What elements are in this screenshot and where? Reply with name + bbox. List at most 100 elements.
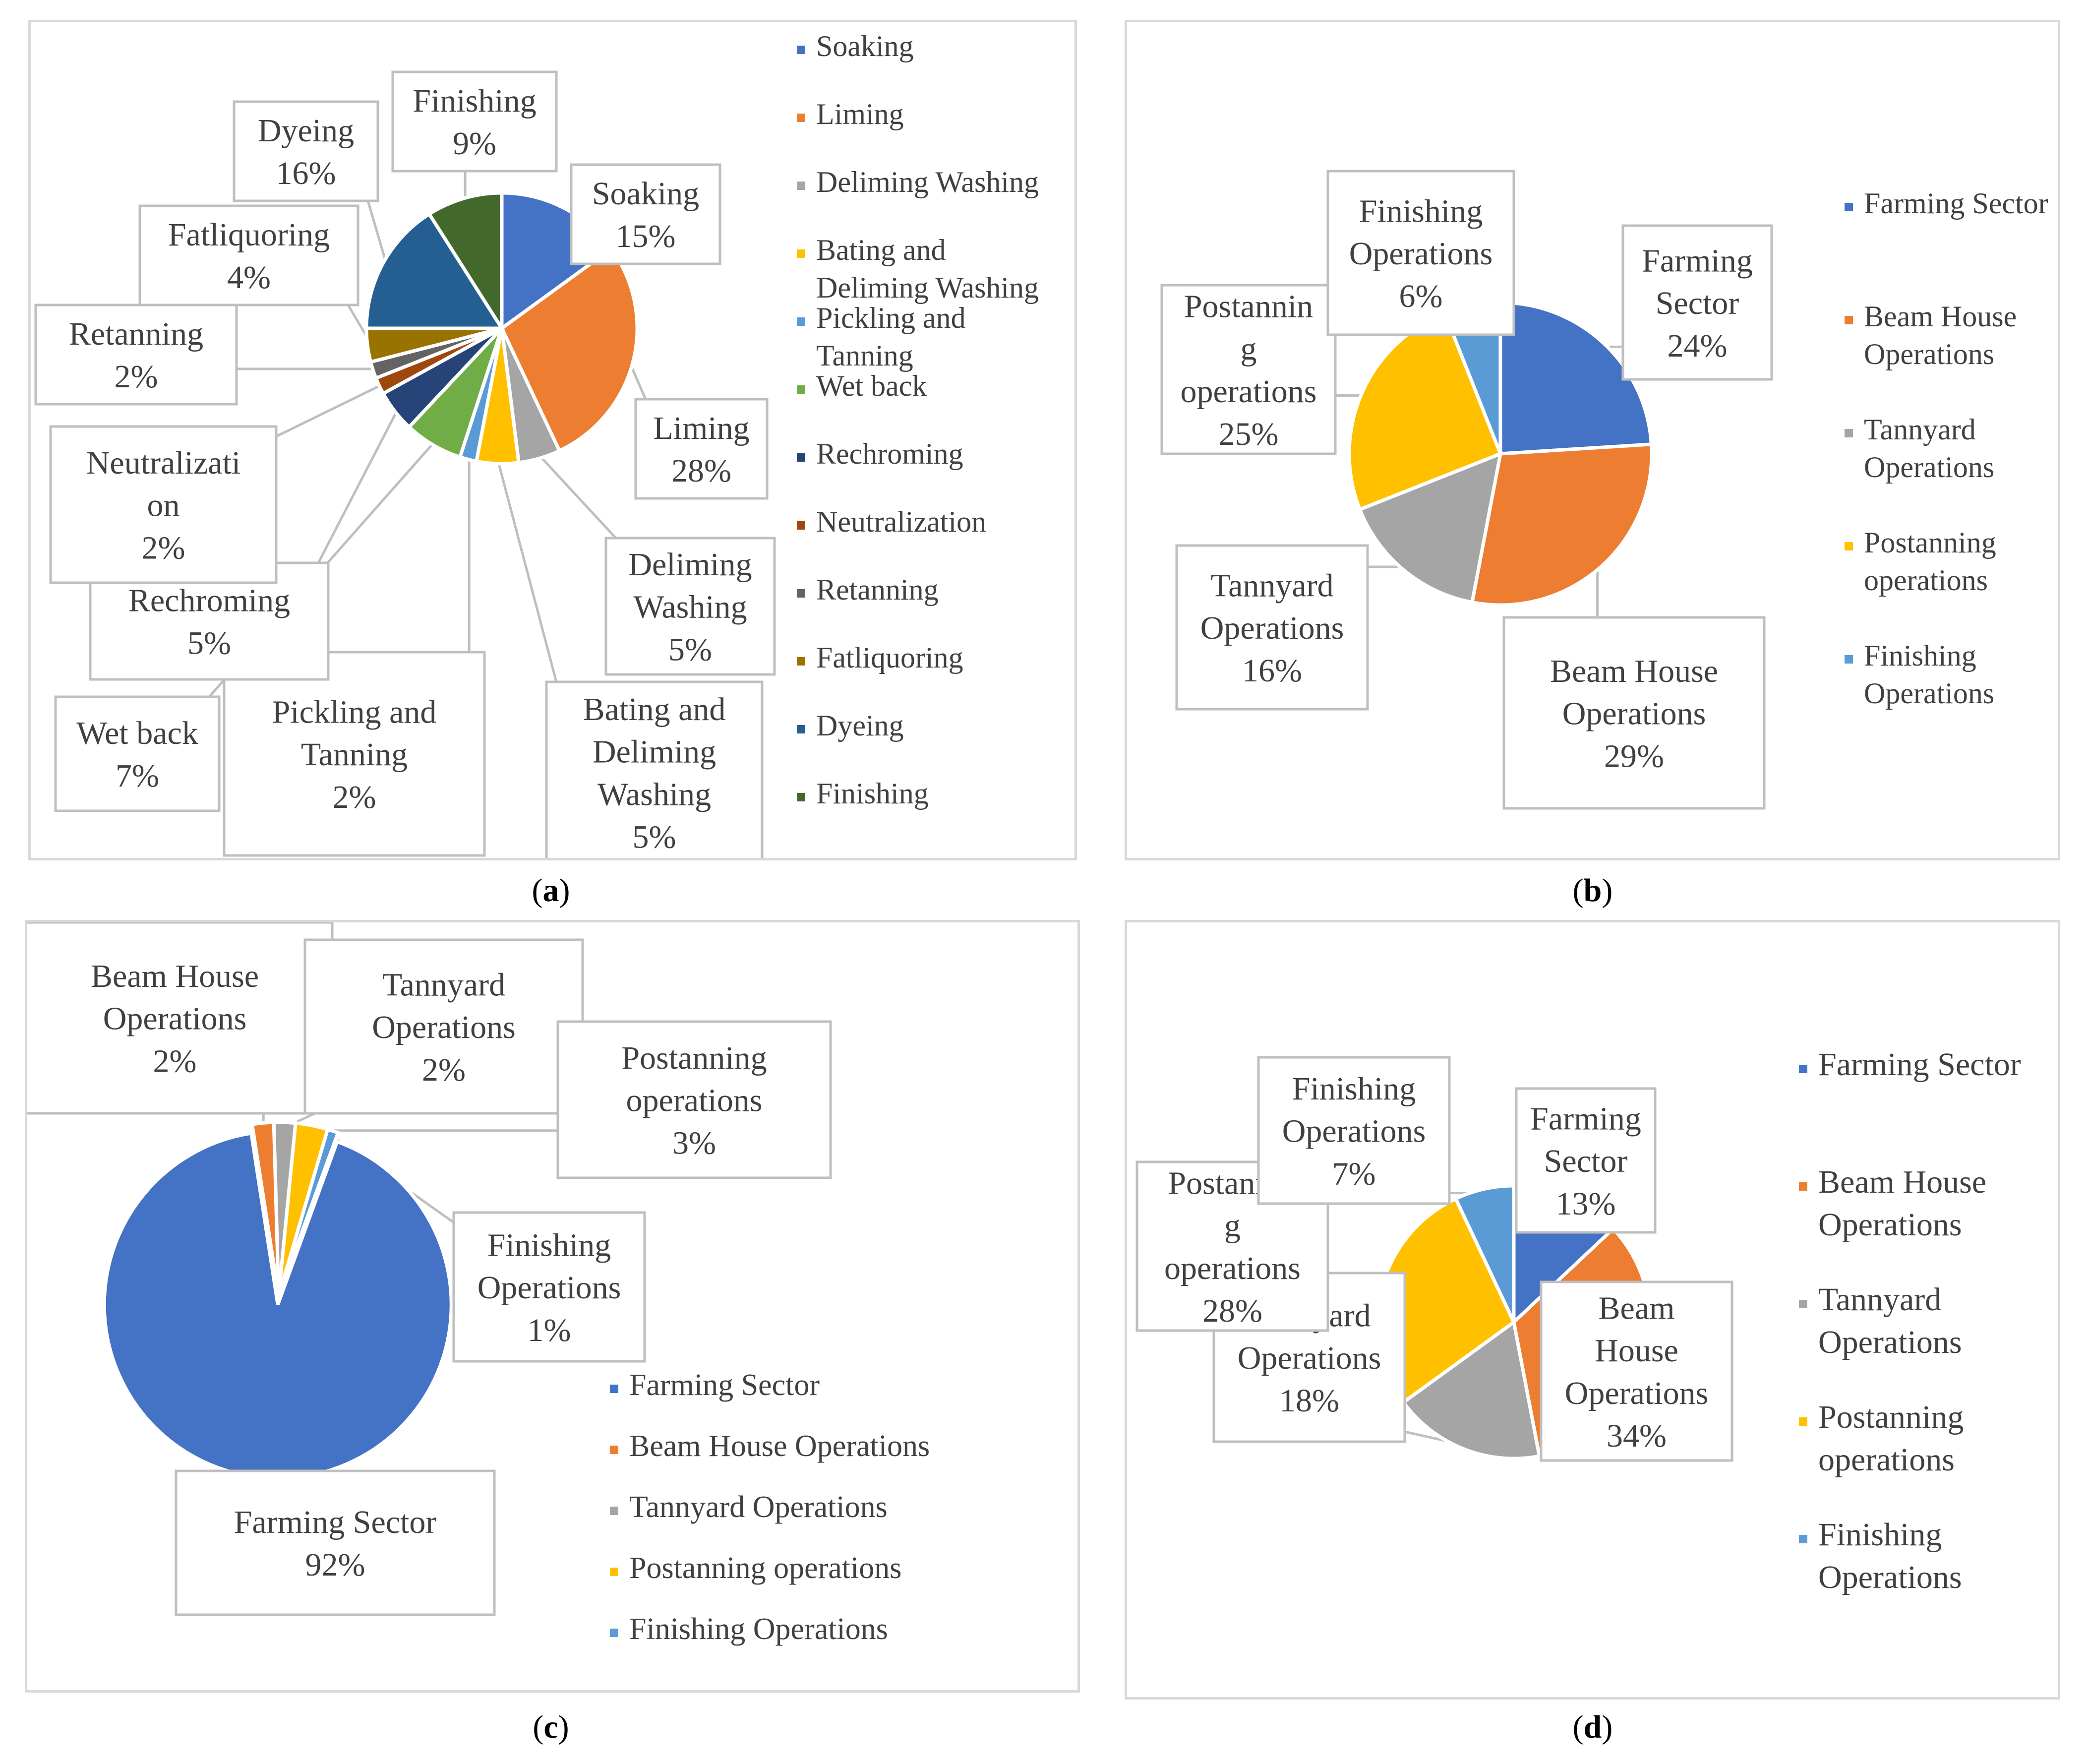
legend-swatch [610,1507,618,1515]
data-label-box [1540,1280,1733,1462]
legend-label: Tannyard Operations [629,1490,888,1524]
legend-label: Operations [1818,1559,1962,1595]
data-label-value: 5% [187,625,231,662]
legend-swatch [1845,429,1853,437]
legend-label: Operations [1818,1324,1962,1360]
data-label-box [1515,1087,1657,1234]
legend-swatch [797,182,805,190]
data-label-text: Sector [1656,285,1739,321]
data-label-text: Liming [653,410,749,446]
legend-label: Farming Sector [1864,187,2048,220]
legend-label: operations [1818,1442,1955,1478]
legend-label: Wet back [816,369,927,402]
data-label-text: Operations [1565,1375,1709,1411]
data-label-text: Dyeing [258,113,354,149]
data-label-text: Fatliquoring [168,217,330,253]
data-label-box [391,70,558,173]
data-label-text: Operations [1238,1340,1381,1376]
data-label-value: 15% [616,218,676,254]
legend-label: Liming [816,98,904,130]
data-label-text: Operations [372,1009,516,1045]
legend-swatch [610,1385,618,1393]
legend-swatch [797,46,805,54]
data-label-value: 29% [1604,738,1664,774]
data-label-value: 7% [1332,1156,1376,1192]
legend-swatch [797,589,805,598]
data-label-text: operations [626,1083,763,1119]
data-label-box [634,398,769,500]
legend-swatch [610,1568,618,1576]
legend-label: Pickling and [816,302,966,334]
data-label-text: Soaking [592,176,699,212]
data-label-value: 28% [1202,1293,1262,1329]
caption-b: (b) [1572,872,1613,909]
legend-label: Postanning [1864,526,1996,559]
legend-label: Deliming Washing [816,166,1039,198]
legend-label: Operations [1864,338,1994,370]
legend-label: Retanning [816,573,939,606]
data-label-text: Deliming [628,547,752,583]
legend-swatch [1799,1417,1807,1426]
legend-label: Farming Sector [1818,1046,2021,1083]
pie-slice-finishing [426,191,504,335]
data-label-text: Operations [477,1270,621,1306]
data-label-text: Finishing [1359,193,1483,229]
legend-label: Fatliquoring [816,641,963,674]
data-label-box [34,304,238,406]
legend-swatch [797,793,805,801]
caption-a: (a) [532,872,570,909]
legend-label: Finishing [1818,1517,1942,1553]
pie-chart-svg: FarmingSector13%BeamHouseOperations34%Ta… [1135,1046,2021,1595]
data-label-text: Deliming [593,734,716,770]
leader-line [275,383,384,438]
data-label-value: 28% [671,453,731,489]
legend-label: Operations [1864,677,1994,710]
data-label-value: 2% [333,779,376,815]
data-label-text: Neutralizati [86,445,241,481]
legend-label: Soaking [816,30,914,62]
legend-label: Beam House Operations [629,1429,930,1463]
data-label-value: 18% [1279,1383,1339,1419]
data-label-text: Postanning [621,1040,767,1076]
legend-label: Beam House [1864,300,2017,333]
data-label-text: Pickling and [272,694,437,730]
data-label-box [223,651,486,857]
data-label-text: Rechroming [128,583,290,619]
legend-swatch [1845,316,1853,324]
data-label-value: 2% [153,1043,197,1079]
leader-line [317,408,399,564]
data-label-value: 5% [633,819,676,855]
legend-label: Operations [1818,1207,1962,1243]
legend-label: operations [1864,564,1988,597]
pie-chart-svg: Soaking15%Liming28%DelimingWashing5%Bati… [34,30,1039,858]
legend-swatch [797,249,805,258]
data-label-box [570,163,721,265]
data-label-box [556,1020,832,1179]
data-label-text: Finishing [413,83,536,119]
legend-swatch [797,521,805,530]
pie-slice-tannyard-operations [1357,451,1503,605]
data-label-box [54,695,221,812]
data-label-text: Farming [1642,243,1753,279]
legend-swatch [797,657,805,666]
caption-d: (d) [1572,1709,1613,1745]
pie-slice-finishing-operations [277,1127,341,1297]
data-label-text: Operations [1562,696,1706,732]
legend-swatch [797,385,805,394]
data-label-text: Operations [1349,236,1493,272]
legend-label: Dyeing [816,709,904,742]
data-label-box [233,100,379,202]
legend-swatch [1799,1182,1807,1191]
data-label-value: 16% [276,155,336,191]
data-label-text: Finishing [1292,1071,1416,1107]
data-label-value: 5% [668,631,712,668]
data-label-value: 92% [305,1547,365,1583]
leader-line [366,200,388,266]
data-label-text: House [1595,1333,1678,1369]
legend-label: Farming Sector [629,1368,820,1402]
data-label-box [1621,224,1773,381]
